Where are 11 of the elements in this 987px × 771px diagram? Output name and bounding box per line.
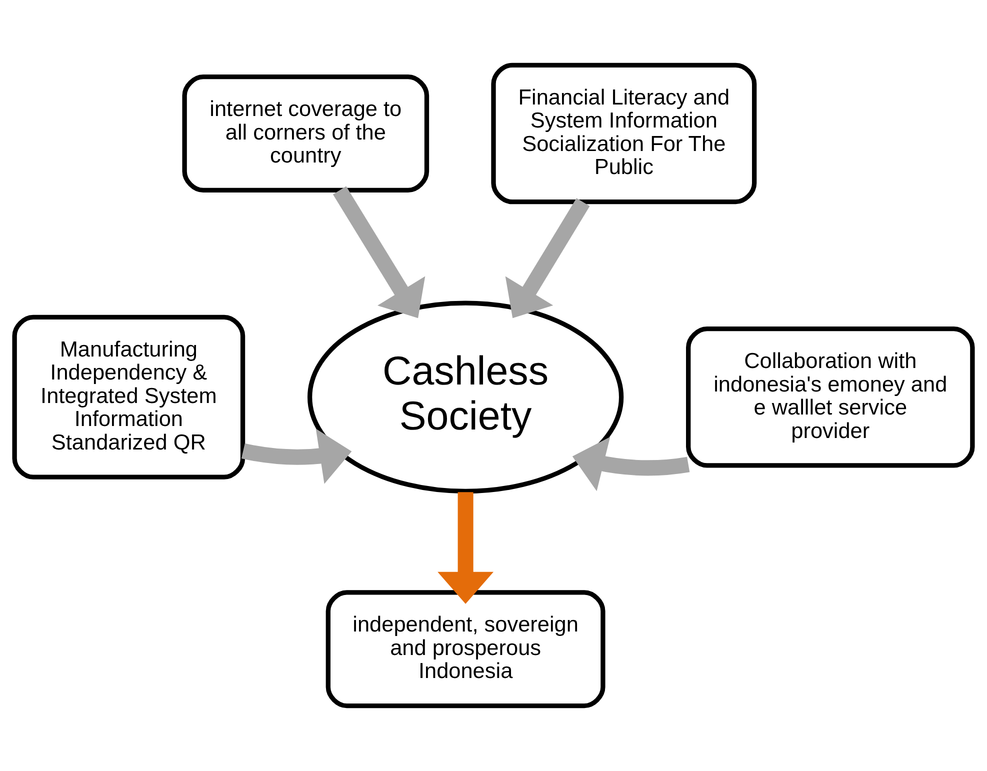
node-box: internet coverage to all corners of the country	[182, 74, 430, 193]
node-box: independent, sovereign and prosperous Indonesia	[326, 590, 606, 708]
arrow	[438, 492, 494, 604]
arrow	[505, 198, 590, 318]
arrow	[572, 436, 690, 492]
node-ellipse: Cashless Society	[307, 300, 624, 494]
arrow	[242, 428, 352, 484]
node-box: Manufacturing Independency & Integrated System Information Standarized QR	[12, 314, 246, 480]
node-box: Financial Literacy and System Information Socialization For The Public	[491, 62, 757, 204]
arrow	[332, 186, 426, 318]
node-box: Collaboration with indonesia's emoney and e walllet service provider	[686, 326, 975, 468]
